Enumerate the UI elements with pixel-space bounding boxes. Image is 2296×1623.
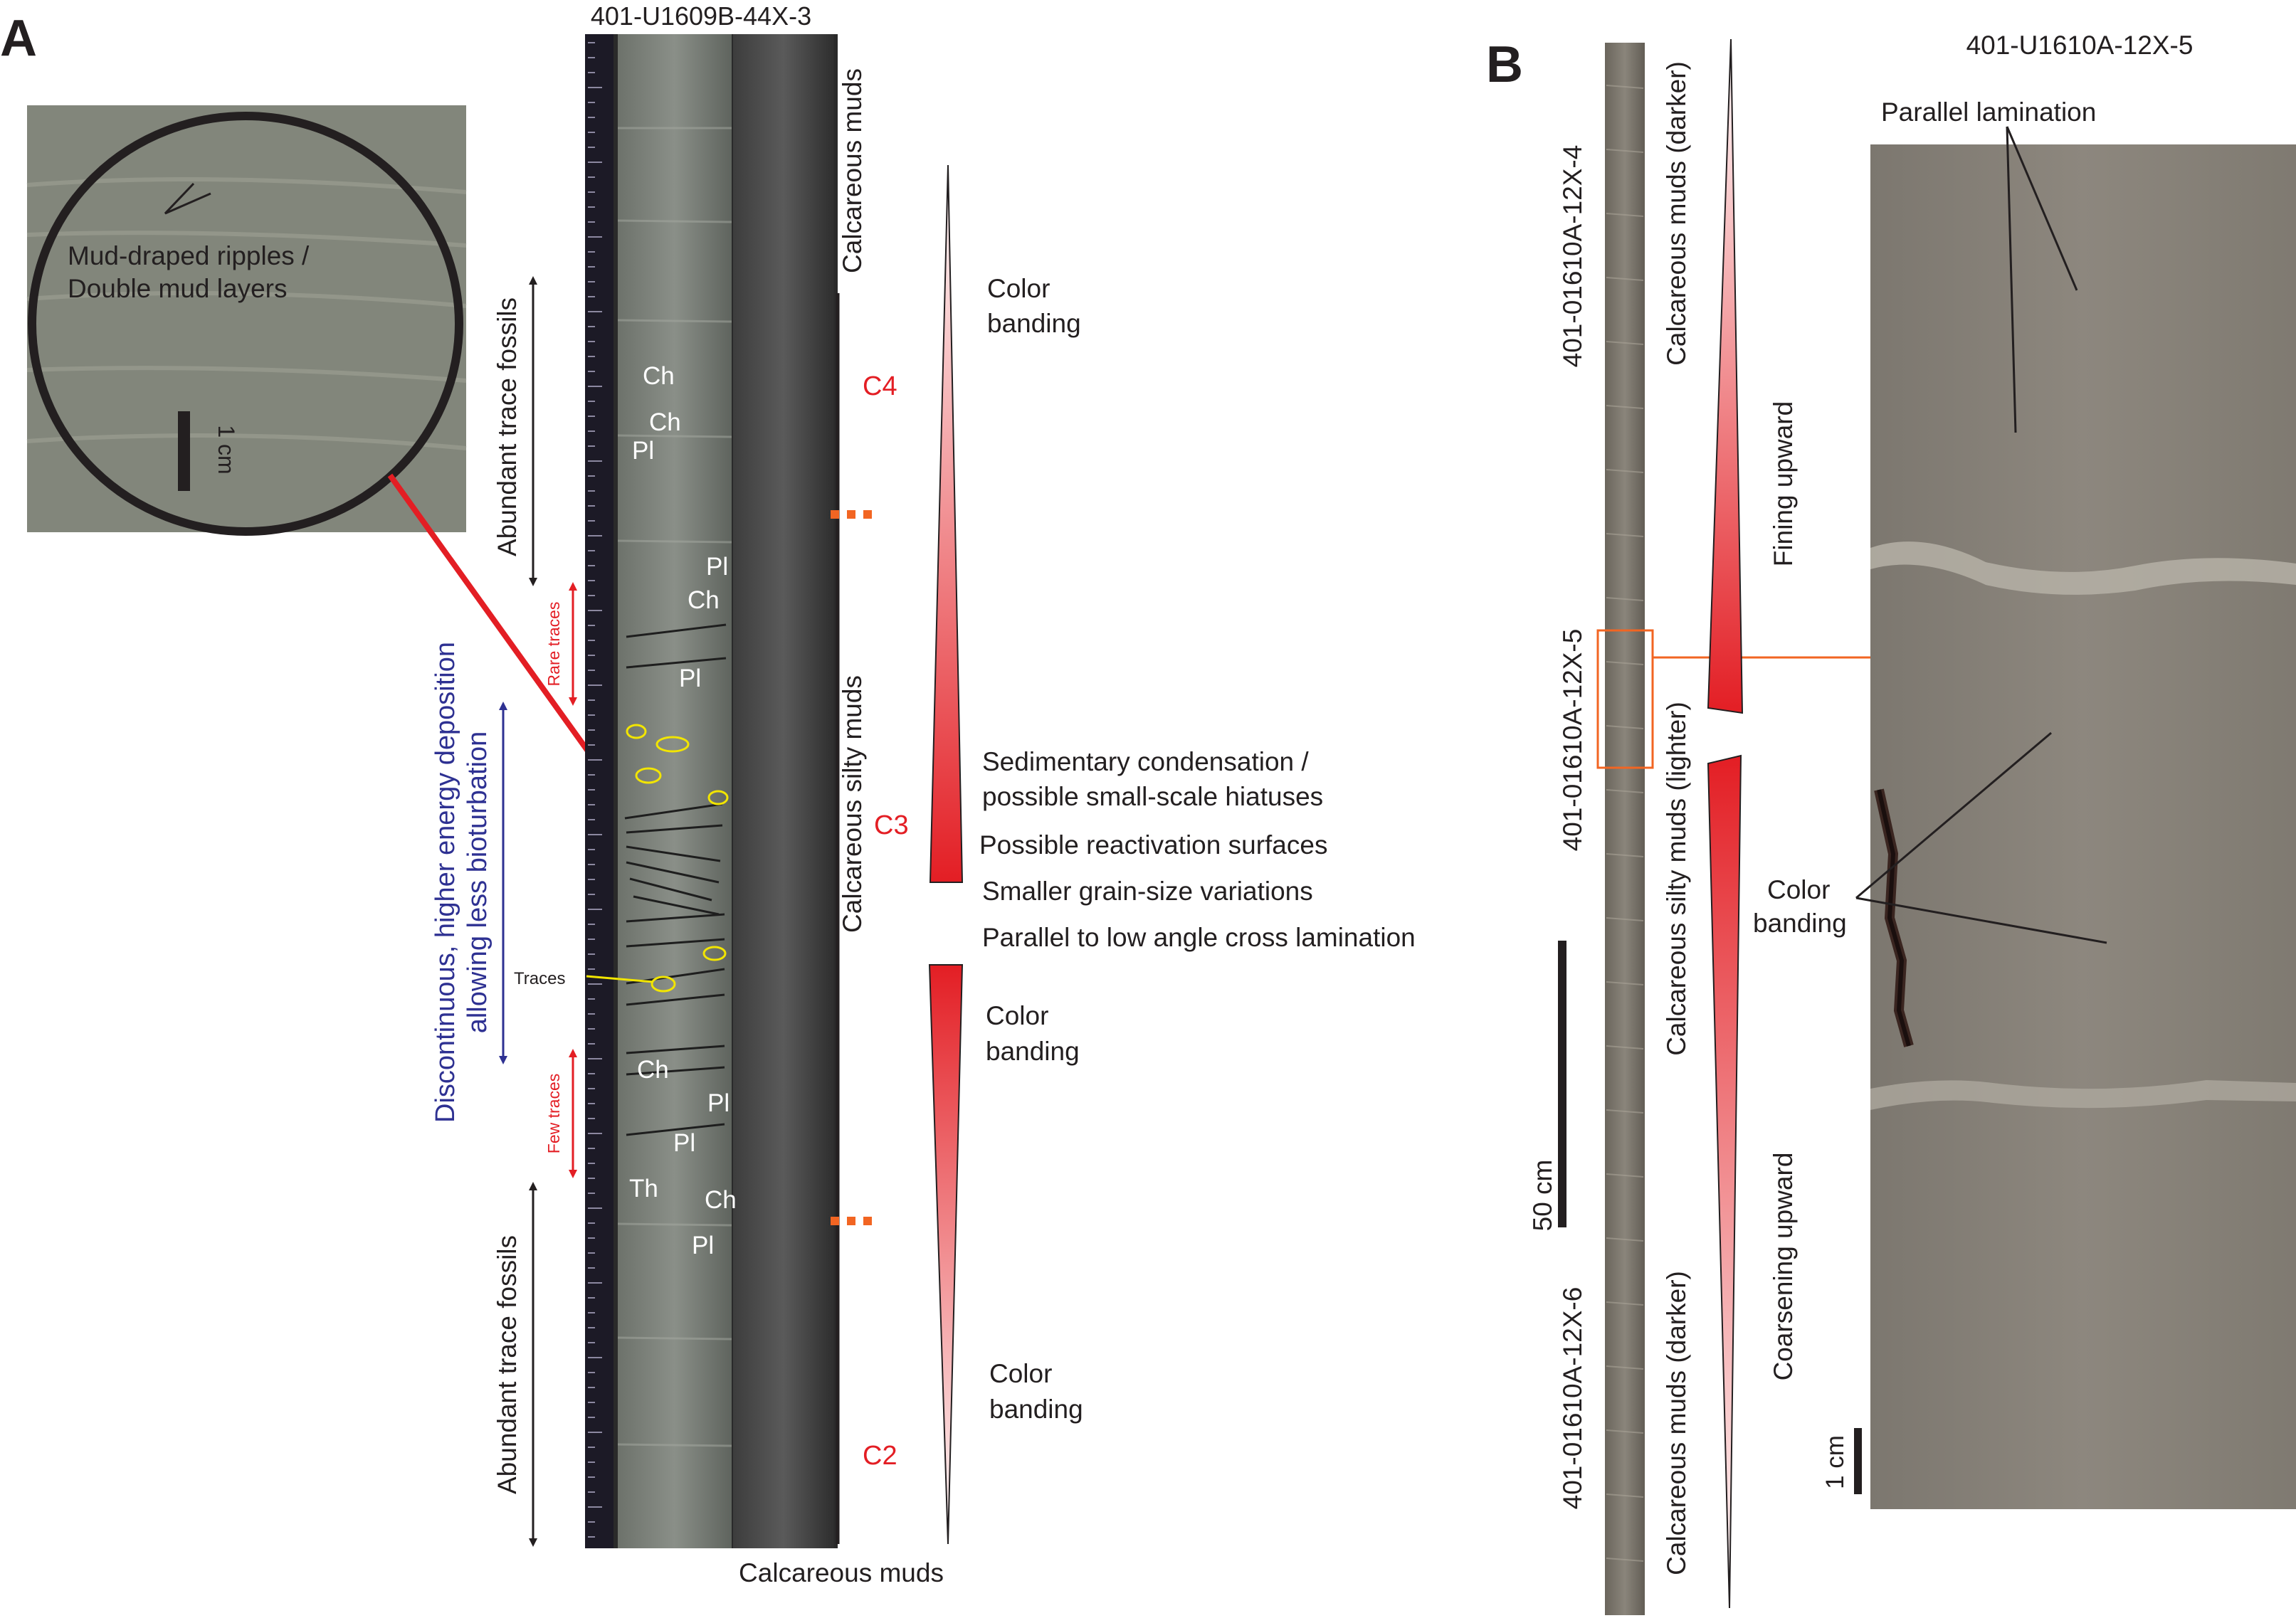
- annotations-a: Color banding Sedimentary condensation /…: [979, 274, 1416, 1424]
- trace-label: Pl: [632, 437, 654, 465]
- fining-upward-label: Fining upward: [1769, 401, 1798, 566]
- core-half-dark: [733, 34, 834, 1548]
- lamination-lines: [624, 623, 727, 1136]
- section-label-12x5: 401-01610A-12X-5: [1558, 629, 1587, 852]
- color-banding-1b: banding: [987, 309, 1081, 338]
- banding-pointers: [1855, 731, 2107, 944]
- color-banding-b-a: Color: [1767, 875, 1830, 904]
- abundant-top-label: Abundant trace fossils: [493, 297, 522, 556]
- trace-label: Pl: [692, 1232, 714, 1259]
- ripple-note-line1: Mud-draped ripples /: [68, 241, 310, 270]
- trace-label: Pl: [673, 1129, 695, 1157]
- lithology-b-top: Calcareous muds (darker): [1662, 61, 1691, 366]
- lithology-top-label: Calcareous muds: [838, 68, 867, 273]
- rare-traces-arrow: [569, 582, 577, 706]
- trace-fossil-labels: Ch Ch Pl Pl Ch Pl Ch Pl Pl Th Ch Pl: [629, 362, 737, 1259]
- panel-a-label: A: [0, 10, 37, 67]
- color-banding-3b: banding: [989, 1395, 1083, 1424]
- section-label-12x4: 401-01610A-12X-4: [1558, 145, 1587, 368]
- reactivation-note: Possible reactivation surfaces: [979, 830, 1327, 860]
- trace-circles: [626, 724, 729, 993]
- trace-label: Pl: [707, 1089, 730, 1117]
- color-banding-2a: Color: [986, 1001, 1048, 1030]
- blue-label-line2: allowing less bioturbation: [463, 731, 493, 1034]
- trace-label: Pl: [706, 553, 728, 581]
- inset-photo: Mud-draped ripples / Double mud layers 1…: [26, 105, 467, 536]
- wedge-lower: [928, 964, 964, 1545]
- condensation-line1: Sedimentary condensation /: [982, 747, 1309, 776]
- parallel-lamination-label: Parallel lamination: [1881, 97, 2096, 127]
- core-image-a: [585, 34, 838, 1548]
- core-strip-b: [1605, 43, 1645, 1615]
- ripple-note-line2: Double mud layers: [68, 274, 287, 303]
- trace-label: Ch: [705, 1186, 737, 1214]
- scale-label-50cm: 50 cm: [1528, 1160, 1557, 1232]
- lamination-pointers: [2006, 126, 2078, 433]
- color-banding-b-b: banding: [1753, 909, 1847, 938]
- detail-box: [1596, 629, 1654, 769]
- lithology-b-bottom: Calcareous muds (darker): [1662, 1271, 1691, 1575]
- trace-label: Ch: [637, 1056, 669, 1084]
- few-traces-arrow: [569, 1049, 577, 1178]
- color-banding-1a: Color: [987, 274, 1050, 303]
- coarsening-upward-label: Coarsening upward: [1769, 1153, 1798, 1381]
- core-ruler: [585, 34, 614, 1548]
- condensation-line2: possible small-scale hiatuses: [982, 782, 1323, 811]
- wedge-b-upper: [1707, 38, 1744, 714]
- abundant-top-arrow: [529, 276, 537, 586]
- core-banding: [617, 127, 732, 1447]
- color-banding-2b: banding: [986, 1037, 1080, 1066]
- few-traces-label: Few traces: [544, 1074, 563, 1153]
- traces-pointer: [586, 975, 654, 983]
- cycle-c2: C2: [863, 1441, 897, 1471]
- boundary-marker-lower: [831, 1217, 872, 1225]
- lithology-bottom-label: Calcareous muds: [739, 1558, 944, 1587]
- boundary-marker-upper: [831, 510, 872, 519]
- scale-bar-1cm: [1854, 1428, 1862, 1494]
- scale-label-1cm: 1 cm: [1821, 1435, 1849, 1489]
- lamination-note: Parallel to low angle cross lamination: [982, 923, 1416, 952]
- cycle-c3: C3: [874, 810, 909, 840]
- abundant-bottom-arrow: [529, 1182, 537, 1547]
- cycle-c4: C4: [863, 371, 897, 401]
- core-id-b: 401-U1610A-12X-5: [1966, 31, 2194, 60]
- trace-label: Ch: [643, 362, 675, 390]
- rare-traces-label: Rare traces: [544, 602, 563, 687]
- trace-label: Pl: [679, 665, 701, 692]
- traces-label: Traces: [514, 969, 565, 988]
- panel-b-label: B: [1486, 36, 1523, 93]
- inset-circle: [28, 112, 463, 536]
- lithology-b-middle: Calcareous silty muds (lighter): [1662, 702, 1691, 1056]
- blue-label-line1: Discontinuous, higher energy deposition: [431, 642, 460, 1123]
- trace-label: Ch: [688, 586, 720, 614]
- wedge-b-lower: [1707, 754, 1742, 1609]
- lithology-middle-label: Calcareous silty muds: [838, 675, 867, 933]
- section-label-12x6: 401-01610A-12X-6: [1558, 1287, 1587, 1510]
- blue-bracket-arrow: [499, 702, 507, 1064]
- grain-size-note: Smaller grain-size variations: [982, 877, 1313, 906]
- core-half-light: [618, 34, 732, 1548]
- trace-label: Th: [629, 1175, 658, 1202]
- core-photo-b: [1870, 144, 2296, 1509]
- ripple-pointer: [164, 182, 211, 215]
- core-id-a: 401-U1609B-44X-3: [591, 1, 811, 31]
- trace-label: Ch: [649, 408, 681, 436]
- inset-scale-bar: [178, 411, 190, 491]
- color-banding-3a: Color: [989, 1359, 1052, 1388]
- inset-scale-label: 1 cm: [214, 425, 239, 474]
- ruler-ticks: [588, 42, 602, 1538]
- scale-bar-50cm: [1558, 941, 1566, 1227]
- wedge-upper: [929, 164, 964, 883]
- abundant-bottom-label: Abundant trace fossils: [493, 1235, 522, 1494]
